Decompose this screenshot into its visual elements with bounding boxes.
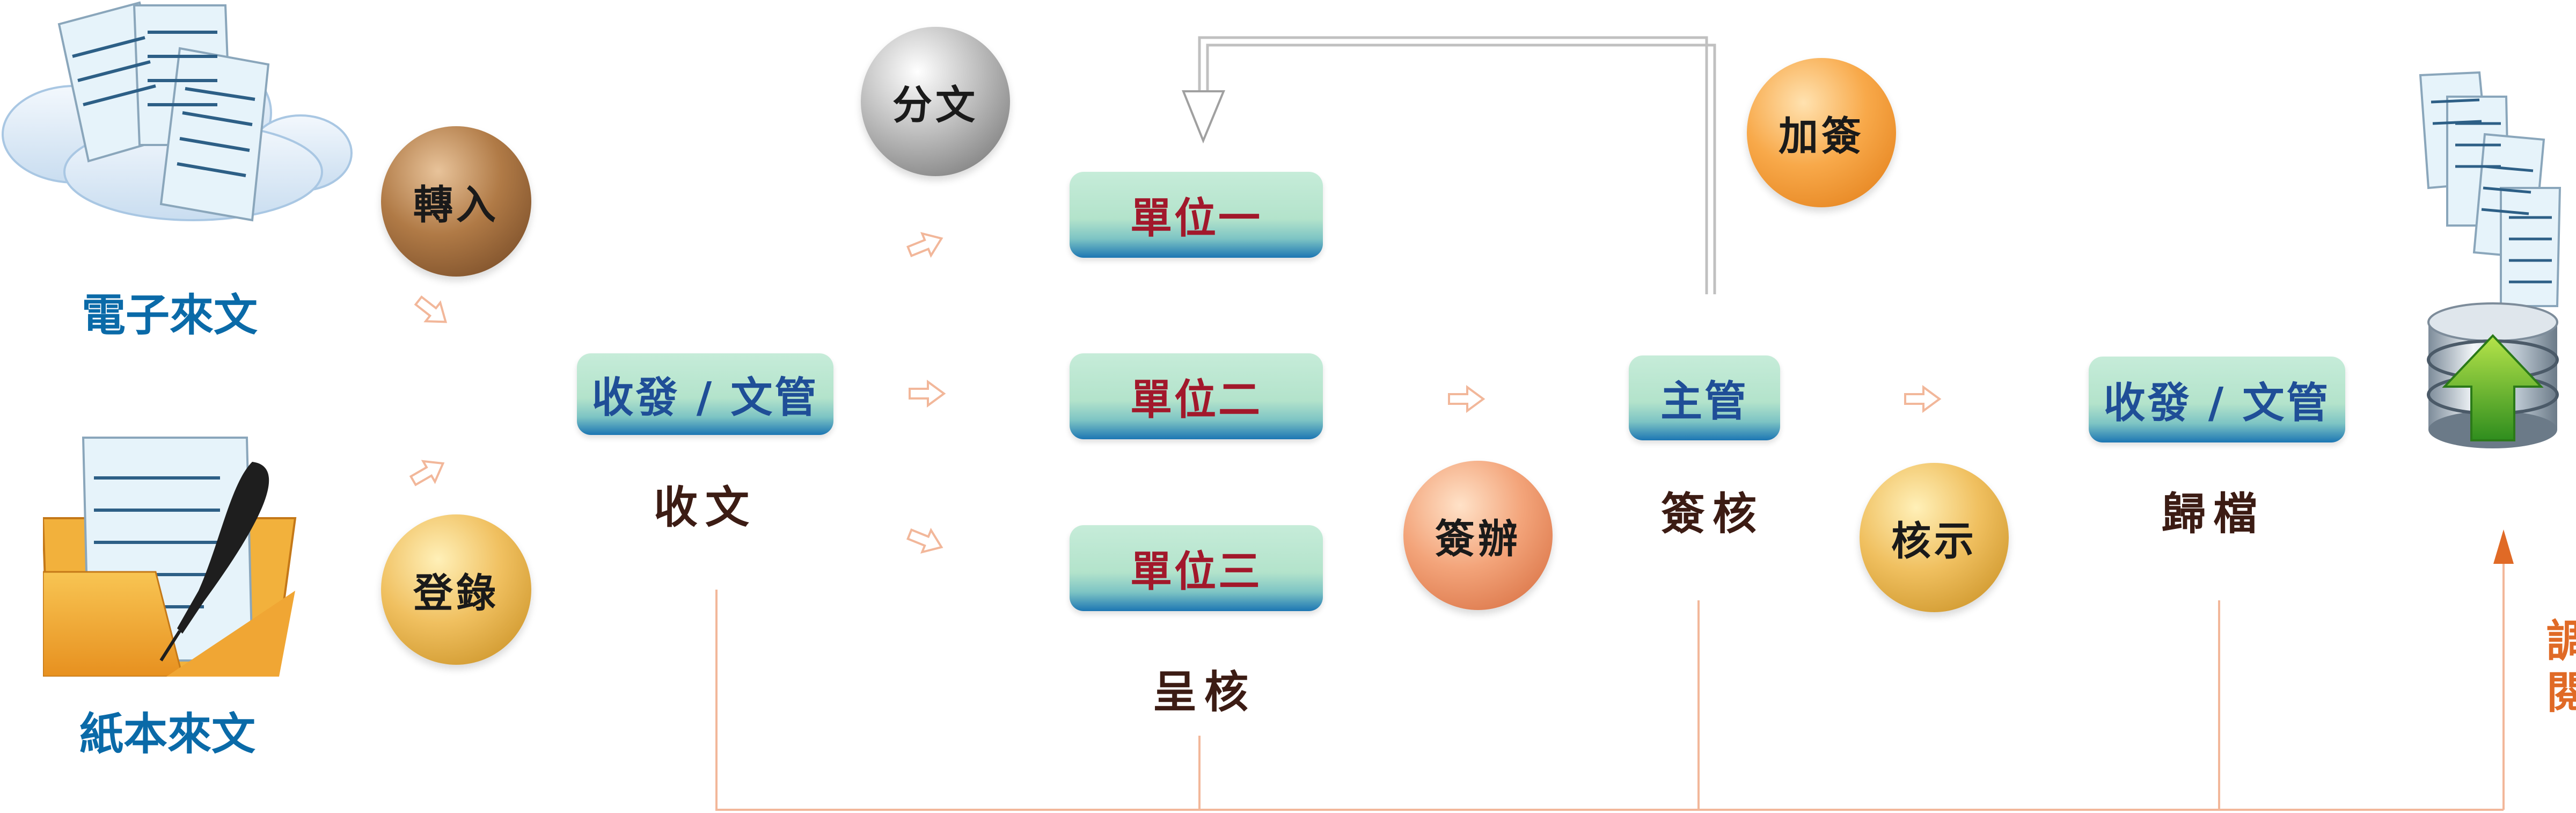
approve-step: 核示 [1860,463,2009,612]
unit1-box: 單位一 [1070,172,1323,258]
register-step: 登錄 [381,514,531,665]
sign-review-label: 簽核 [1661,489,1765,540]
return-arrow-icon [1182,90,1225,144]
consult-arrow-icon [2493,529,2514,564]
transfer-step: 轉入 [381,126,531,277]
receive-label: 收文 [654,482,757,533]
supervisor-box: 主管 [1629,355,1780,440]
cloud-documents-icon [2,1,353,222]
archive-clerk-box: 收發 / 文管 [2089,357,2345,442]
consult-label: 調閱 [2538,618,2576,721]
paper-docs-label: 紙本來文 [79,709,256,760]
receiving-clerk-box: 收發 / 文管 [577,353,833,435]
arrow-unit2-icon [909,381,945,406]
unit3-box: 單位三 [1070,525,1323,611]
arrow-transfer-icon [410,290,454,332]
submit-review-label: 呈核 [1153,667,1256,718]
arrow-to-archive-icon [1904,386,1941,412]
feedback-line [715,557,2505,811]
arrow-to-supervisor-icon [1448,386,1484,412]
return-loop [1198,36,1716,294]
unit2-box: 單位二 [1070,353,1323,439]
archive-label: 歸檔 [2162,489,2265,540]
sign-handle-step: 簽辦 [1403,461,1553,610]
arrow-unit1-icon [904,226,947,264]
database-upload-icon [2419,71,2562,448]
arrow-unit3-icon [904,522,947,560]
electronic-docs-label: 電子來文 [82,290,258,341]
arrow-register-icon [406,452,450,492]
folder-quill-icon [43,437,297,677]
countersign-step: 加簽 [1747,58,1896,207]
distribute-step: 分文 [861,27,1010,176]
